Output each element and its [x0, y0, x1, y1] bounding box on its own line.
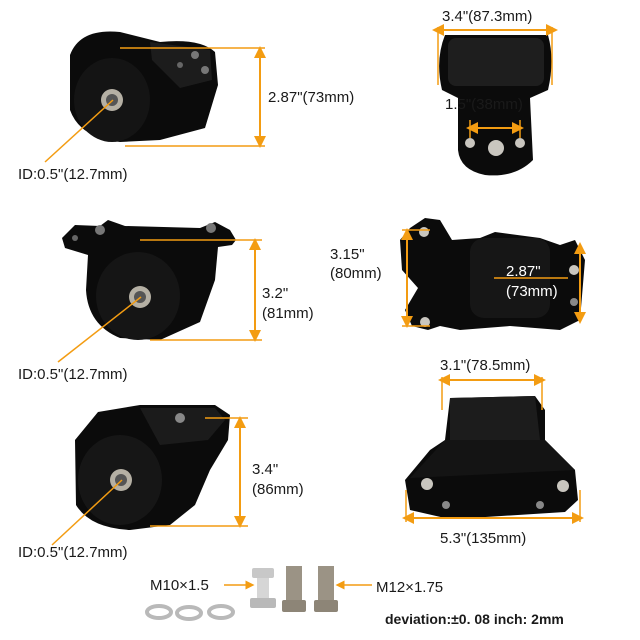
washers: [145, 604, 235, 621]
bottom-left-height-label-1: 3.4": [252, 461, 279, 478]
mid-right-width-label-1: 2.87": [506, 263, 541, 280]
leader-line: [44, 99, 114, 163]
top-left-id-label: ID:0.5"(12.7mm): [18, 166, 128, 183]
leader-line: [57, 296, 142, 363]
mid-left-id-label: ID:0.5"(12.7mm): [18, 366, 128, 383]
bolt-m12-1: [282, 566, 306, 612]
mid-left-height-label-1: 3.2": [262, 285, 289, 302]
bolt-m12-label: M12×1.75: [376, 579, 444, 596]
bolt-m12-2: [314, 566, 338, 612]
top-right-spacing-label: 1.5"(38mm): [445, 96, 523, 113]
mid-right-height-label-2: (80mm): [330, 265, 382, 282]
bottom-right-top-label: 3.1"(78.5mm): [440, 357, 531, 374]
bottom-left-id-label: ID:0.5"(12.7mm): [18, 544, 128, 561]
mount-bottom-right: [405, 396, 578, 518]
deviation-note: deviation:±0. 08 inch: 2mm: [385, 611, 564, 627]
mount-middle-left: [62, 220, 236, 340]
mid-right-width-label-2: (73mm): [506, 283, 558, 300]
mount-top-right: [439, 35, 552, 176]
mount-bottom-left: [75, 405, 230, 530]
bottom-left-height-label-2: (86mm): [252, 481, 304, 498]
mid-right-height-label-1: 3.15": [330, 246, 365, 263]
leader-line: [51, 479, 123, 546]
top-right-width-label: 3.4"(87.3mm): [442, 8, 533, 25]
bolt-m10-label: M10×1.5: [150, 577, 209, 594]
top-left-height-label: 2.87"(73mm): [268, 89, 355, 106]
bolt-m10: [250, 568, 276, 608]
mid-left-height-label-2: (81mm): [262, 305, 314, 322]
bottom-right-bottom-label: 5.3"(135mm): [440, 530, 527, 547]
mount-middle-right: [400, 218, 585, 330]
